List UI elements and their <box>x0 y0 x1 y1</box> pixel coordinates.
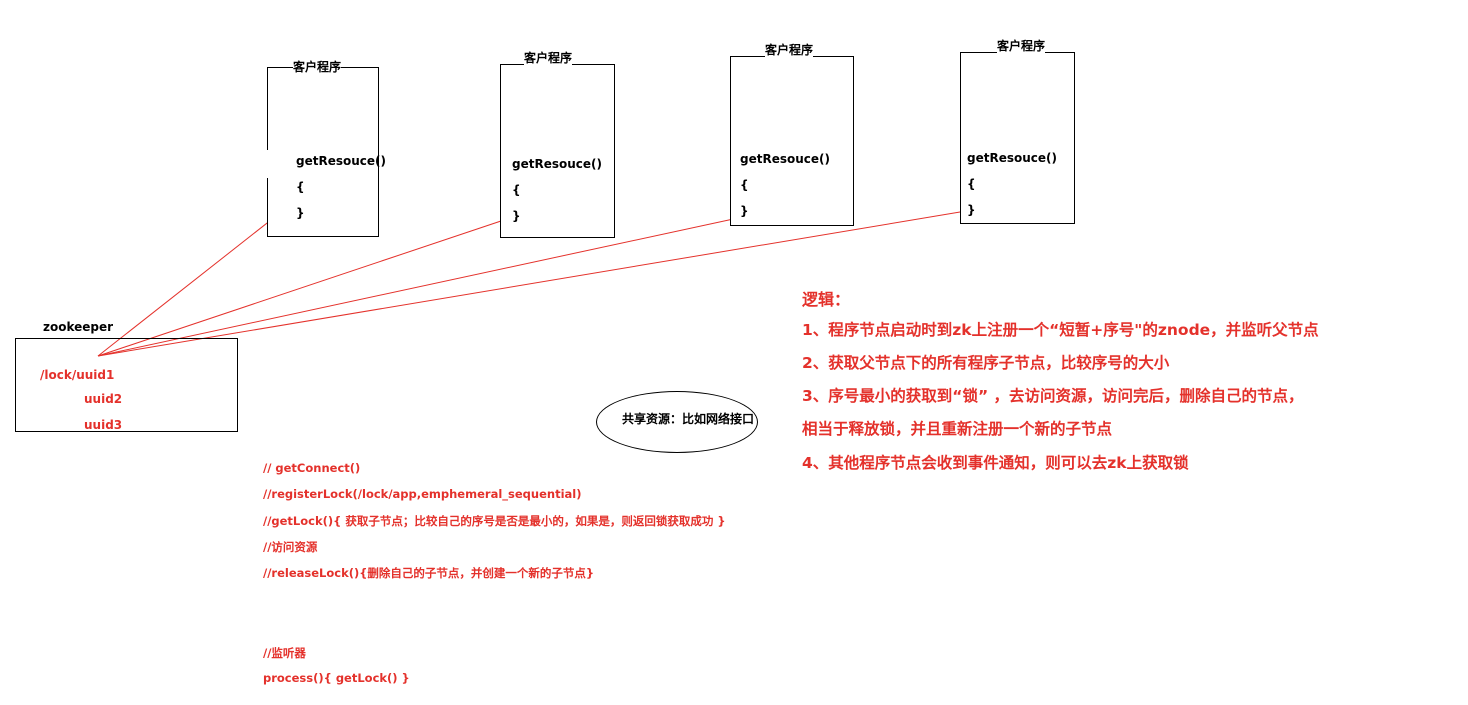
client-open-brace-3: { <box>740 178 749 192</box>
client-box-4 <box>960 52 1075 224</box>
code-line-access-resource: //访问资源 <box>263 540 318 554</box>
zk-node-uuid1: /lock/uuid1 <box>40 368 115 382</box>
client-title-1: 客户程序 <box>293 60 342 74</box>
client-close-brace-4: } <box>967 203 976 217</box>
client-box-1-gap <box>265 150 269 178</box>
shared-resource-ellipse <box>596 391 758 453</box>
client-close-brace-2: } <box>512 209 521 223</box>
client-open-brace-4: { <box>967 177 976 191</box>
shared-resource-label: 共享资源：比如网络接口 <box>622 412 755 426</box>
client-method-3: getResouce() <box>740 152 830 166</box>
client-method-1: getResouce() <box>296 154 386 168</box>
connector-line-client-3 <box>97 217 739 357</box>
code-line-register-lock: //registerLock(/lock/app,emphemeral_sequ… <box>263 487 582 501</box>
client-title-4: 客户程序 <box>997 39 1046 53</box>
client-close-brace-1: } <box>296 206 305 220</box>
logic-step-4: 4、其他程序节点会收到事件通知，则可以去zk上获取锁 <box>802 454 1189 472</box>
code-line-release-lock: //releaseLock(){删除自己的子节点，并创建一个新的子节点} <box>263 566 595 580</box>
code-line-listener: //监听器 <box>263 646 306 660</box>
client-method-4: getResouce() <box>967 151 1057 165</box>
connector-line-client-4 <box>97 210 967 357</box>
zookeeper-box: /lock/uuid1 uuid2 uuid3 <box>15 338 238 432</box>
connector-line-client-1 <box>97 204 291 357</box>
client-box-1 <box>267 67 379 237</box>
client-title-2: 客户程序 <box>524 51 573 65</box>
client-close-brace-3: } <box>740 204 749 218</box>
client-method-2: getResouce() <box>512 157 602 171</box>
client-open-brace-2: { <box>512 183 521 197</box>
logic-step-3: 3、序号最小的获取到“锁” ，去访问资源，访问完后，删除自己的节点， <box>802 387 1304 405</box>
code-line-get-lock: //getLock(){ 获取子节点；比较自己的序号是否是最小的，如果是，则返回… <box>263 514 726 528</box>
logic-step-3-cont: 相当于释放锁，并且重新注册一个新的子节点 <box>802 420 1113 438</box>
logic-title: 逻辑： <box>802 290 851 309</box>
logic-step-2: 2、获取父节点下的所有程序子节点，比较序号的大小 <box>802 354 1170 372</box>
zookeeper-title: zookeeper <box>43 320 114 334</box>
client-box-2 <box>500 64 615 238</box>
client-title-3: 客户程序 <box>765 43 814 57</box>
zk-node-uuid2: uuid2 <box>84 392 123 406</box>
client-open-brace-1: { <box>296 180 305 194</box>
logic-step-1: 1、程序节点启动时到zk上注册一个“短暂+序号"的znode，并监听父节点 <box>802 321 1319 339</box>
zk-node-uuid3: uuid3 <box>84 418 123 432</box>
client-box-3 <box>730 56 854 226</box>
code-line-process: process(){ getLock() } <box>263 671 410 685</box>
connector-line-client-2 <box>97 217 511 357</box>
code-line-get-connect: // getConnect() <box>263 461 361 475</box>
